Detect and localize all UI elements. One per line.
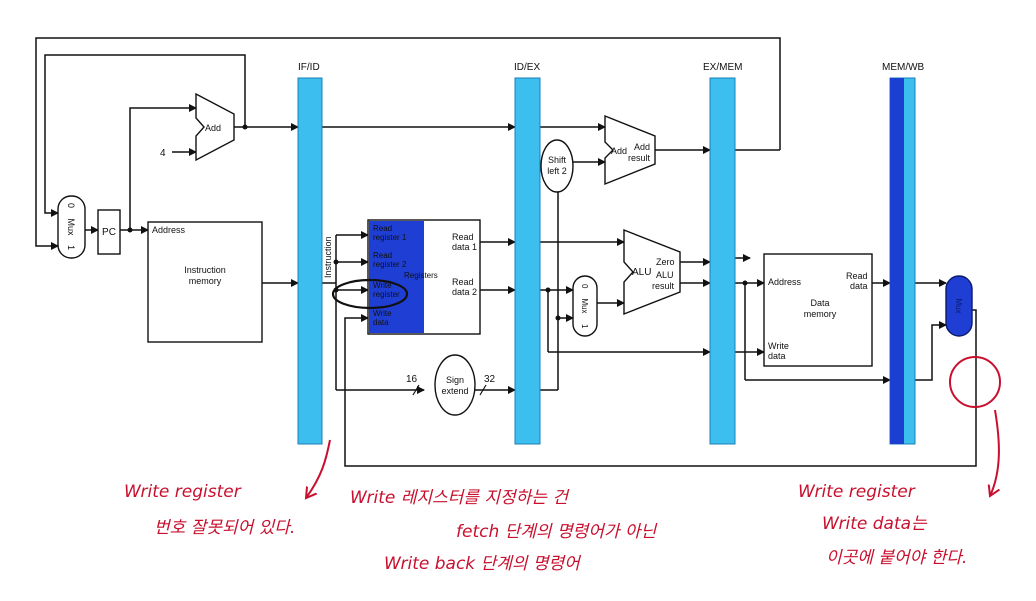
- bits-32: 32: [484, 374, 496, 385]
- read-register-1-b: register 1: [373, 233, 407, 242]
- write-register-b: register: [373, 290, 400, 299]
- alu: [623, 228, 681, 316]
- alu-mux-0: 0: [580, 284, 589, 289]
- read-register-1-a: Read: [373, 224, 392, 233]
- alu-src-mux: [572, 275, 598, 337]
- read-data-1-b: data 1: [452, 242, 477, 252]
- add-result-a: Add: [634, 142, 650, 152]
- writeback-mux: [945, 275, 973, 337]
- label-mem-wb: MEM/WB: [882, 62, 925, 73]
- pc-mux-1: 1: [66, 245, 76, 250]
- branch-adder: [604, 114, 656, 186]
- annotation-mid-1: Write 레지스터를 지정하는 건: [350, 488, 568, 508]
- if-id-register: [297, 77, 323, 445]
- constant-four: 4: [160, 148, 166, 159]
- pc-adder: [195, 92, 235, 162]
- id-ex-register: [514, 77, 541, 445]
- pc-register: [97, 209, 121, 255]
- annotation-mid-3: Write back 단계의 명령어: [384, 554, 580, 574]
- dm-write-a: Write: [768, 341, 789, 351]
- sign-extend-a: Sign: [446, 375, 464, 385]
- label-id-ex: ID/EX: [514, 62, 540, 73]
- read-register-2-a: Read: [373, 251, 392, 260]
- sign-extend-b: extend: [441, 386, 468, 396]
- write-data-b: data: [373, 318, 389, 327]
- wb-mux-label: Mux: [954, 298, 963, 313]
- pc-mux-label: Mux: [66, 218, 76, 236]
- im-address-label: Address: [152, 225, 186, 235]
- annotation-left-2: 번호 잘못되어 있다.: [154, 518, 296, 538]
- data-memory: [763, 253, 873, 367]
- pc-adder-label: Add: [205, 123, 221, 133]
- alu-label: ALU: [632, 267, 651, 278]
- annotation-right-1: Write register: [798, 482, 915, 502]
- dm-address: Address: [768, 277, 802, 287]
- read-data-1-a: Read: [452, 232, 474, 242]
- dm-label-b: memory: [804, 309, 837, 319]
- ex-mem-register: [709, 77, 736, 445]
- pc-mux: [57, 195, 86, 259]
- annotation-left-1: Write register: [124, 482, 241, 502]
- write-register-circle: [331, 278, 409, 310]
- sign-extend: [434, 354, 476, 416]
- dm-read-a: Read: [846, 271, 868, 281]
- shift-a: Shift: [548, 155, 567, 165]
- right-annotation-arrow: [990, 409, 999, 496]
- annotation-right-3: 이곳에 붙어야 한다.: [826, 548, 968, 568]
- alu-zero: Zero: [656, 257, 675, 267]
- shift-b: left 2: [547, 166, 567, 176]
- im-label-1: Instruction: [184, 265, 226, 275]
- branch-adder-label: Add: [611, 146, 627, 156]
- annotation-right-2: Write data는: [822, 514, 927, 534]
- dm-read-b: data: [850, 281, 868, 291]
- read-data-2-b: data 2: [452, 287, 477, 297]
- instruction-label: Instruction: [323, 236, 333, 278]
- bits-16: 16: [406, 374, 418, 385]
- write-register-a: Write: [373, 281, 392, 290]
- pc-mux-0: 0: [66, 203, 76, 208]
- alu-mux-label: Mux: [580, 298, 589, 313]
- instruction-memory: [147, 221, 263, 343]
- dm-label-a: Data: [810, 298, 829, 308]
- read-register-2-b: register 2: [373, 260, 407, 269]
- add-result-b: result: [628, 153, 651, 163]
- mem-wb-register-highlight: [890, 78, 904, 444]
- registers-label: Registers: [404, 271, 438, 280]
- annotation-mid-2: fetch 단계의 명령어가 아닌: [456, 522, 657, 542]
- label-if-id: IF/ID: [298, 62, 320, 73]
- dm-write-b: data: [768, 351, 786, 361]
- alu-result-b: result: [652, 281, 675, 291]
- left-annotation-arrow: [306, 439, 331, 498]
- shift-left-2: [540, 139, 574, 193]
- read-data-2-a: Read: [452, 277, 474, 287]
- alu-mux-1: 1: [580, 324, 589, 329]
- alu-result-a: ALU: [656, 270, 674, 280]
- write-data-circle: [949, 356, 1001, 408]
- bus-slashes: [412, 384, 487, 396]
- im-label-2: memory: [189, 276, 222, 286]
- register-file-highlight: [369, 221, 424, 333]
- write-data-a: Write: [373, 309, 392, 318]
- pc-label: PC: [102, 227, 116, 238]
- label-ex-mem: EX/MEM: [703, 62, 742, 73]
